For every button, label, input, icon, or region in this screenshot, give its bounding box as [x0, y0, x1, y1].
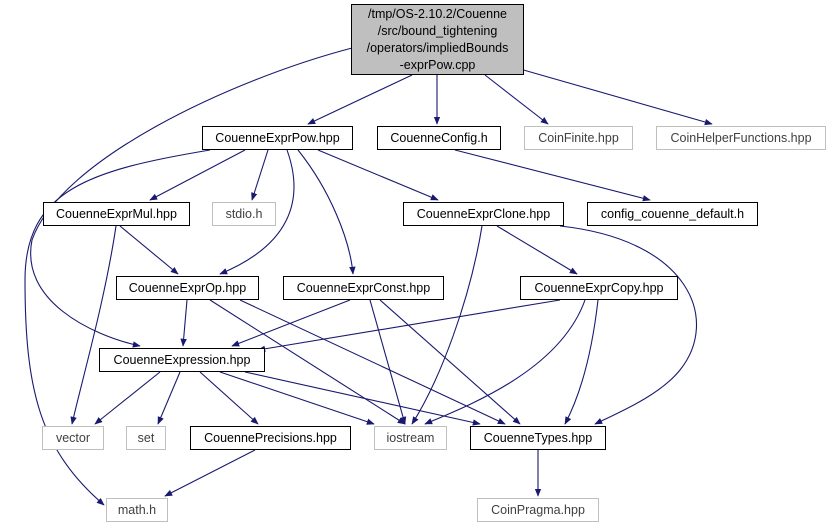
root-file-line-3: /operators/impliedBounds — [366, 40, 509, 55]
edge-pow-to-const — [297, 149, 356, 275]
edge-root-to-expr-pow — [307, 74, 413, 125]
node-couenne-expr-mul[interactable]: CouenneExprMul.hpp — [43, 202, 190, 226]
node-couenne-expr-copy[interactable]: CouenneExprCopy.hpp — [520, 276, 678, 300]
edge-clone-to-copy — [496, 225, 578, 275]
edge-pow-to-clone — [317, 149, 439, 201]
node-couenne-expr-clone[interactable]: CouenneExprClone.hpp — [403, 202, 564, 226]
root-file-line-2: /src/bound_tightening — [377, 23, 498, 38]
edge-expression-to-types — [244, 371, 481, 426]
edge-const-to-iostream — [369, 299, 407, 425]
edge-clone-to-iostream — [411, 225, 483, 425]
node-couenne-expr-pow[interactable]: CouenneExprPow.hpp — [202, 126, 353, 150]
edge-config-to-default — [454, 149, 651, 202]
edge-op-to-iostream — [209, 299, 406, 425]
edge-copy-to-expression — [257, 299, 561, 352]
edge-root-to-expression — [30, 47, 353, 348]
edge-pow-to-math — [24, 149, 211, 506]
edge-mul-to-op — [119, 225, 179, 275]
node-coin-pragma: CoinPragma.hpp — [477, 498, 599, 522]
node-coin-helper-functions: CoinHelperFunctions.hpp — [656, 126, 826, 150]
edge-precisions-to-math — [164, 449, 256, 497]
edge-expression-to-set — [157, 371, 181, 425]
node-iostream: iostream — [374, 426, 447, 450]
edge-clone-to-types — [559, 225, 697, 425]
edge-pow-to-stdio — [251, 149, 269, 201]
edge-const-to-expression — [231, 299, 351, 347]
edge-expression-to-vector — [94, 371, 161, 425]
edge-op-to-expression — [180, 299, 188, 347]
node-couenne-config[interactable]: CouenneConfig.h — [377, 126, 501, 150]
edge-root-to-coin-helper — [519, 68, 713, 126]
node-couenne-types[interactable]: CouenneTypes.hpp — [470, 426, 606, 450]
node-vector: vector — [42, 426, 104, 450]
edge-pow-to-op — [219, 149, 295, 275]
root-file-line-4: -exprPow.cpp — [399, 57, 476, 72]
edge-op-to-types — [239, 299, 506, 425]
node-couenne-expression[interactable]: CouenneExpression.hpp — [99, 348, 265, 372]
edge-expression-to-iostream — [219, 371, 375, 425]
edge-const-to-types — [379, 299, 521, 425]
node-couenne-precisions[interactable]: CouennePrecisions.hpp — [190, 426, 351, 450]
edge-root-to-coin-finite — [484, 74, 549, 125]
node-root-file: /tmp/OS-2.10.2/Couenne /src/bound_tighte… — [351, 4, 524, 75]
node-math: math.h — [106, 498, 168, 522]
edge-copy-to-types — [564, 299, 599, 425]
node-couenne-expr-op[interactable]: CouenneExprOp.hpp — [116, 276, 259, 300]
node-config-couenne-default[interactable]: config_couenne_default.h — [587, 202, 758, 226]
node-couenne-expr-const[interactable]: CouenneExprConst.hpp — [283, 276, 444, 300]
root-file-line-1: /tmp/OS-2.10.2/Couenne — [368, 6, 507, 21]
node-stdio: stdio.h — [212, 202, 276, 226]
node-coin-finite: CoinFinite.hpp — [524, 126, 633, 150]
node-set: set — [126, 426, 166, 450]
edge-expression-to-precisions — [199, 371, 259, 425]
edge-mul-to-vector — [70, 225, 117, 425]
edge-pow-to-mul — [149, 149, 246, 201]
